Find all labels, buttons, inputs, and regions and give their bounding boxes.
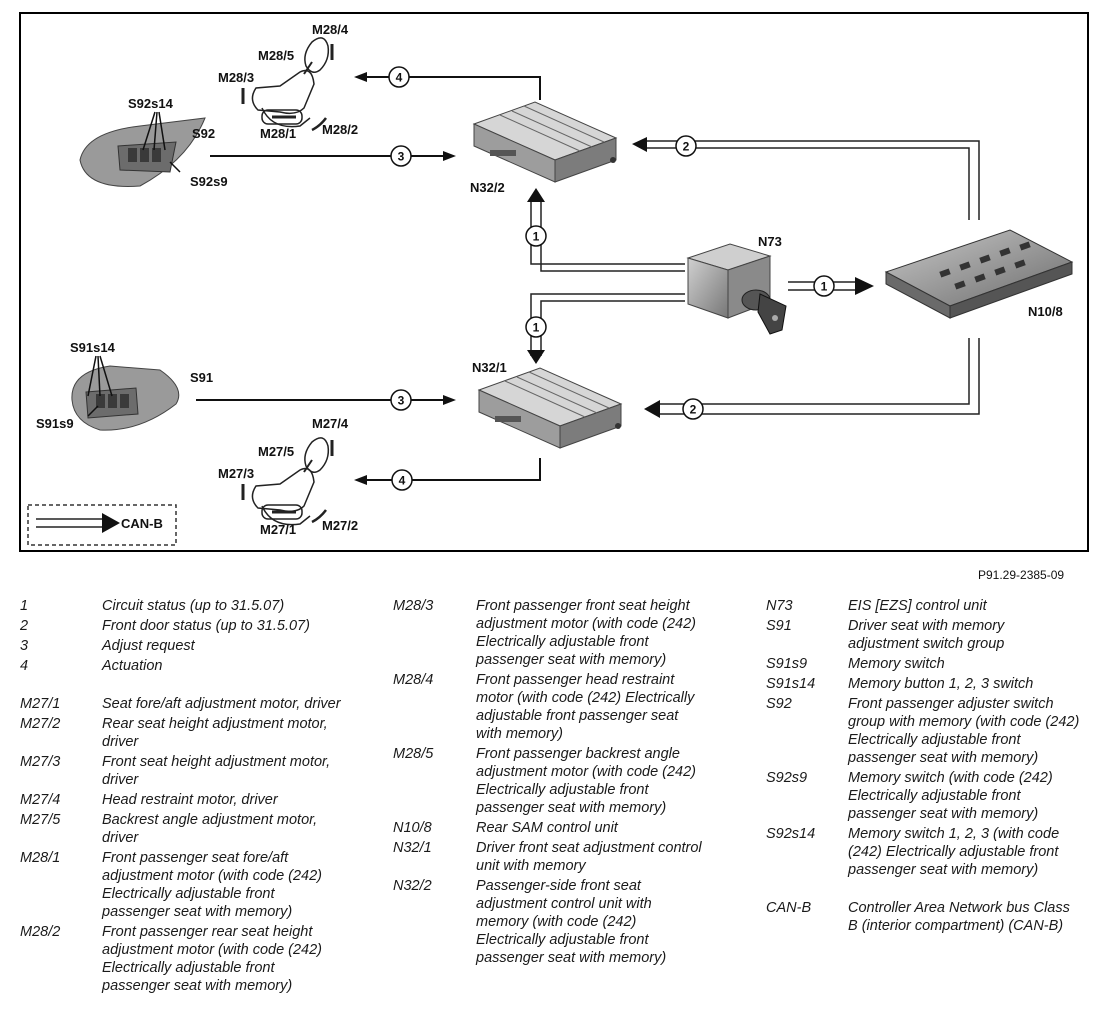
label-m28-4: M28/4 bbox=[312, 22, 349, 37]
svg-text:2: 2 bbox=[690, 403, 697, 417]
m28-seat-icon bbox=[241, 37, 334, 132]
key-icon bbox=[741, 289, 787, 335]
marker-4-bottom: 4 bbox=[391, 469, 413, 491]
label-s91s9: S91s9 bbox=[36, 416, 74, 431]
label-m28-5: M28/5 bbox=[258, 48, 294, 63]
marker-1-right: 1 bbox=[813, 275, 835, 297]
svg-text:4: 4 bbox=[396, 71, 403, 85]
label-s91: S91 bbox=[190, 370, 213, 385]
label-s92s14: S92s14 bbox=[128, 96, 174, 111]
n10-8-rear-sam bbox=[884, 229, 1074, 319]
arrowhead-m27-actuation bbox=[354, 475, 367, 485]
can-b-key-arrowhead bbox=[102, 513, 120, 533]
svg-text:4: 4 bbox=[399, 474, 406, 488]
label-m27-5: M27/5 bbox=[258, 444, 294, 459]
arrowhead-n32-1-down bbox=[527, 350, 545, 364]
marker-1-lower: 1 bbox=[525, 316, 547, 338]
label-m27-4: M27/4 bbox=[312, 416, 349, 431]
label-m28-1: M28/1 bbox=[260, 126, 296, 141]
svg-text:1: 1 bbox=[533, 230, 540, 244]
marker-2-bottom: 2 bbox=[682, 398, 704, 420]
svg-text:1: 1 bbox=[533, 321, 540, 335]
can-b-key: CAN-B bbox=[27, 504, 177, 546]
label-s92: S92 bbox=[192, 126, 215, 141]
component-labels: N32/2 N32/1 N73 N10/8 S92 S92s14 S92s9 S… bbox=[36, 22, 1063, 537]
arrowhead-n32-1-left bbox=[644, 400, 660, 418]
label-s92s9: S92s9 bbox=[190, 174, 228, 189]
svg-text:2: 2 bbox=[683, 140, 690, 154]
m27-seat-icon bbox=[241, 437, 334, 526]
n32-1-control-unit bbox=[477, 367, 623, 449]
system-diagram: 4 3 2 1 1 1 3 2 4 bbox=[19, 12, 1089, 552]
signal-markers: 4 3 2 1 1 1 3 2 4 bbox=[388, 66, 835, 491]
arrowhead-s91-request bbox=[443, 395, 456, 405]
label-m27-2: M27/2 bbox=[322, 518, 358, 533]
s92-leaders bbox=[142, 111, 181, 173]
label-s91s14: S91s14 bbox=[70, 340, 116, 355]
label-n10-8: N10/8 bbox=[1028, 304, 1063, 319]
s92-switch-group bbox=[79, 117, 206, 187]
arrowhead-s92-request bbox=[443, 151, 456, 161]
label-n32-1: N32/1 bbox=[472, 360, 507, 375]
arrowhead-n32-2-left bbox=[632, 137, 647, 152]
arrowhead-n10-8-right bbox=[855, 277, 874, 295]
can-b-arrowheads bbox=[527, 137, 874, 418]
label-n73: N73 bbox=[758, 234, 782, 249]
n32-2-control-unit bbox=[472, 101, 618, 183]
figure-reference: P91.29-2385-09 bbox=[978, 568, 1065, 582]
label-n32-2: N32/2 bbox=[470, 180, 505, 195]
label-m27-3: M27/3 bbox=[218, 466, 254, 481]
svg-text:1: 1 bbox=[821, 280, 828, 294]
label-m28-3: M28/3 bbox=[218, 70, 254, 85]
svg-text:3: 3 bbox=[398, 150, 405, 164]
svg-text:3: 3 bbox=[398, 394, 405, 408]
arrowhead-n32-2-up bbox=[527, 188, 545, 202]
n73-eis-unit bbox=[686, 243, 787, 335]
s91-leaders bbox=[87, 355, 113, 417]
marker-3-top: 3 bbox=[390, 145, 412, 167]
label-m27-1: M27/1 bbox=[260, 522, 296, 537]
label-m28-2: M28/2 bbox=[322, 122, 358, 137]
signal-arrowheads bbox=[354, 72, 456, 485]
marker-3-bottom: 3 bbox=[390, 389, 412, 411]
arrowhead-m28-actuation bbox=[354, 72, 367, 82]
can-b-key-label: CAN-B bbox=[121, 516, 163, 531]
marker-4-top: 4 bbox=[388, 66, 410, 88]
marker-1-upper: 1 bbox=[525, 225, 547, 247]
marker-2-top: 2 bbox=[675, 135, 697, 157]
